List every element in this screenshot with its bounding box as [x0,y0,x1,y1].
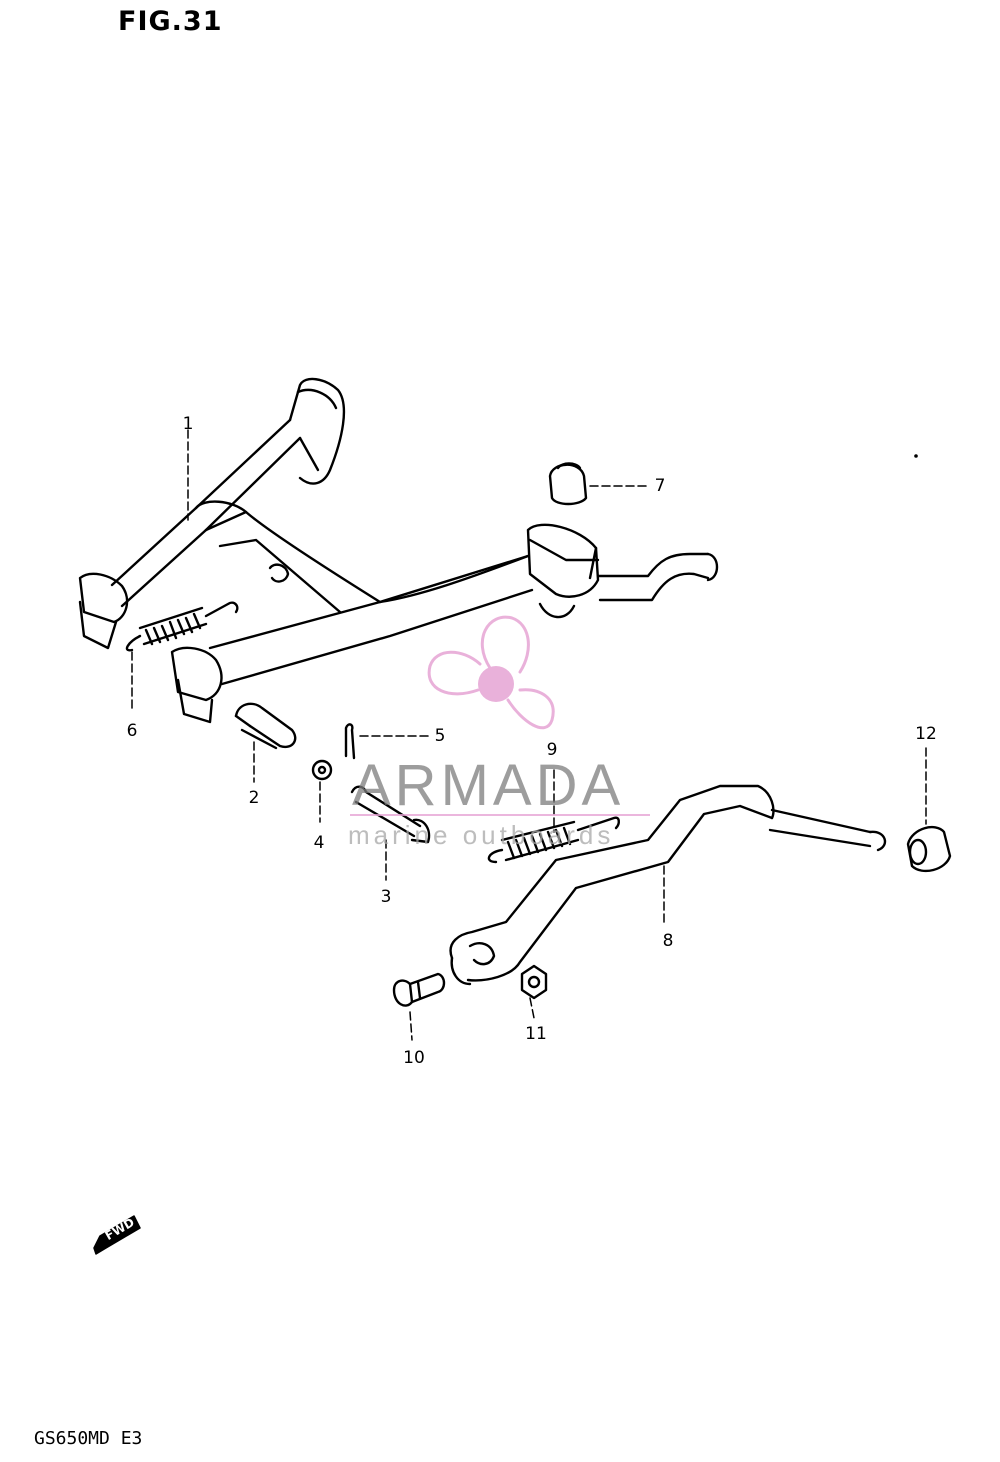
part-label-7[interactable]: 7 [654,476,666,496]
part-label-1[interactable]: 1 [182,414,194,434]
end-cap-part [906,825,952,873]
pivot-pin-part [350,785,431,844]
stopper-rubber-part [548,462,588,506]
figure-title: FIG.31 [118,6,223,37]
part-label-5[interactable]: 5 [434,726,446,746]
spring-part [125,601,239,652]
part-label-10[interactable]: 10 [403,1048,425,1068]
part-label-9[interactable]: 9 [546,740,558,760]
model-code: GS650MD E3 [34,1428,143,1449]
part-label-2[interactable]: 2 [248,788,260,808]
fwd-arrow-icon [93,1215,141,1255]
part-label-11[interactable]: 11 [525,1024,547,1044]
clip-part [344,723,356,760]
part-label-6[interactable]: 6 [126,721,138,741]
leader-lines [131,429,927,1041]
part-label-8[interactable]: 8 [662,931,674,951]
part-label-3[interactable]: 3 [380,887,392,907]
part-label-4[interactable]: 4 [313,833,325,853]
bolt-part [392,972,446,1007]
main-stand-frame [78,377,719,724]
watermark-propeller-icon [427,615,555,730]
watermark-divider [350,814,650,816]
washer-part [311,759,333,781]
part-label-12[interactable]: 12 [915,724,937,744]
watermark-tagline: marine outboards [348,820,615,850]
side-stand-arm [449,784,887,986]
watermark-name: ARMADA [352,753,625,818]
nut-part [520,964,548,1000]
stand-spring-part [487,816,620,864]
bushing-part [234,702,297,750]
